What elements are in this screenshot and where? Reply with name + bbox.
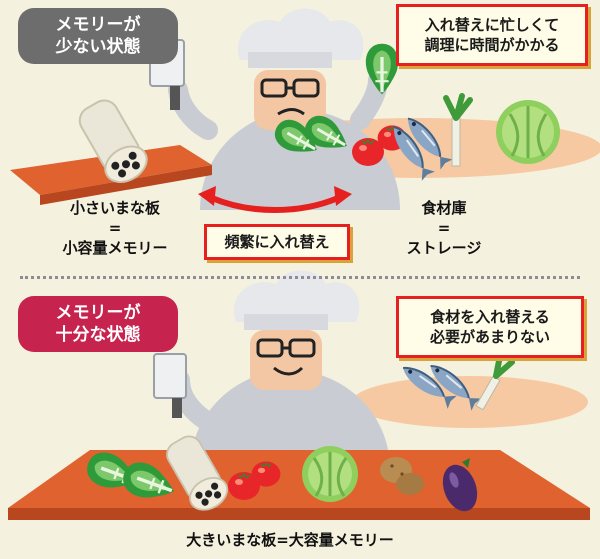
storage-label: 食材庫 = ストレージ bbox=[384, 198, 504, 258]
badge-line: メモリーが bbox=[55, 15, 141, 35]
lotus-root-icon bbox=[166, 435, 229, 511]
badge-line: メモリーが bbox=[55, 303, 141, 323]
potato-icon bbox=[380, 457, 424, 495]
section-divider bbox=[20, 276, 580, 279]
memory-low-badge: メモリーが 少ない状態 bbox=[18, 8, 178, 64]
memory-sufficient-badge: メモリーが 十分な状態 bbox=[18, 296, 178, 352]
leek-icon bbox=[475, 353, 515, 411]
note-line: 必要があまりない bbox=[429, 328, 550, 346]
tomato-icon bbox=[251, 461, 281, 487]
label-line: = bbox=[437, 219, 451, 237]
label-line: = bbox=[108, 219, 122, 237]
chef-icon bbox=[170, 270, 390, 470]
chef-icon bbox=[168, 8, 400, 210]
label-line: ストレージ bbox=[406, 239, 482, 257]
eggplant-icon bbox=[442, 458, 478, 512]
note-line: 食材を入れ替える bbox=[430, 308, 550, 326]
small-board-label: 小さいまな板 = 小容量メモリー bbox=[50, 198, 180, 258]
swap-arrow-icon bbox=[198, 186, 352, 213]
label-line: 小容量メモリー bbox=[62, 239, 168, 257]
badge-line: 少ない状態 bbox=[55, 37, 141, 57]
note-line: 入れ替えに忙しくて bbox=[424, 16, 560, 34]
cleaver-icon bbox=[153, 353, 187, 418]
no-swap-note: 食材を入れ替える 必要があまりない bbox=[396, 296, 584, 358]
label-line: 食材庫 bbox=[421, 199, 467, 217]
note-line: 頻繁に入れ替え bbox=[224, 233, 330, 251]
cabbage-icon bbox=[496, 100, 560, 164]
label-line: 小さいまな板 bbox=[69, 199, 160, 217]
large-board-label: 大きいまな板=大容量メモリー bbox=[186, 531, 394, 549]
badge-line: 十分な状態 bbox=[55, 325, 141, 345]
lotus-root-icon bbox=[78, 99, 148, 183]
cabbage-icon bbox=[302, 446, 358, 502]
frequent-swap-label: 頻繁に入れ替え bbox=[204, 224, 350, 260]
leek-icon bbox=[443, 93, 473, 167]
busy-swap-note: 入れ替えに忙しくて 調理に時間がかかる bbox=[396, 4, 588, 66]
note-line: 調理に時間がかかる bbox=[424, 36, 560, 54]
